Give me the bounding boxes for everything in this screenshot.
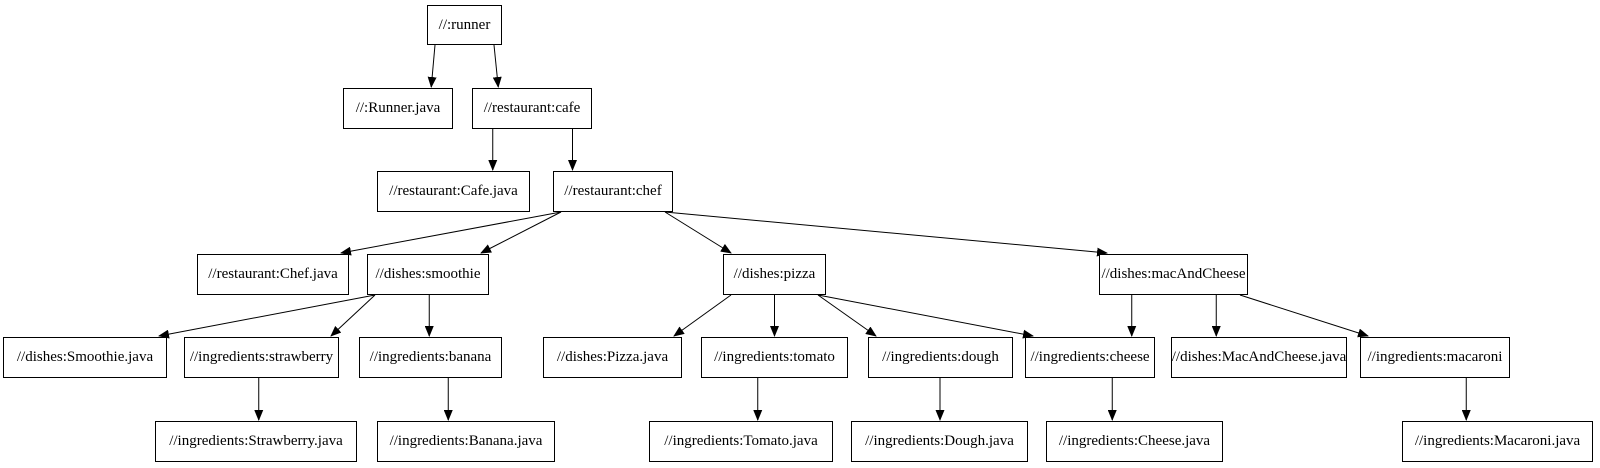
node-label: //dishes:Smoothie.java xyxy=(16,349,154,365)
edge-smoothie-to-strawberry xyxy=(330,294,376,337)
node-macaroni-java: //ingredients:Macaroni.java xyxy=(1402,421,1593,462)
node-chef-java: //restaurant:Chef.java xyxy=(197,254,349,295)
node-dough-java: //ingredients:Dough.java xyxy=(851,421,1028,462)
edge-smoothie-to-smoothie-java xyxy=(158,294,376,339)
node-label: //dishes:MacAndCheese.java xyxy=(1171,349,1347,365)
edges xyxy=(158,44,1471,421)
edge-pizza-to-cheese xyxy=(817,294,1034,339)
node-mac-and-cheese-java: //dishes:MacAndCheese.java xyxy=(1171,337,1347,378)
node-label: //dishes:pizza xyxy=(733,266,816,282)
node-pizza-java: //dishes:Pizza.java xyxy=(543,337,682,378)
node-cheese: //ingredients:cheese xyxy=(1025,337,1155,378)
node-strawberry-java: //ingredients:Strawberry.java xyxy=(155,421,357,462)
node-label: //ingredients:banana xyxy=(369,349,492,365)
node-runner-java: //:Runner.java xyxy=(343,88,453,129)
edge-runner-to-runner-java xyxy=(427,44,437,88)
node-cafe-java: //restaurant:Cafe.java xyxy=(377,171,530,212)
node-label: //restaurant:cafe xyxy=(483,100,581,116)
edge-chef-to-mac-and-cheese xyxy=(664,211,1108,257)
node-label: //:Runner.java xyxy=(355,100,441,116)
edge-chef-to-smoothie xyxy=(480,211,562,254)
node-label: //ingredients:Tomato.java xyxy=(664,433,818,449)
node-smoothie: //dishes:smoothie xyxy=(367,254,489,295)
node-label: //ingredients:Banana.java xyxy=(389,433,543,449)
node-label: //restaurant:Chef.java xyxy=(208,266,338,282)
node-strawberry: //ingredients:strawberry xyxy=(184,337,339,378)
node-label: //ingredients:Strawberry.java xyxy=(169,433,343,449)
node-label: //dishes:macAndCheese xyxy=(1101,266,1246,282)
node-cafe: //restaurant:cafe xyxy=(472,88,592,129)
node-label: //dishes:Pizza.java xyxy=(556,349,669,365)
node-label: //ingredients:Dough.java xyxy=(865,433,1014,449)
node-banana: //ingredients:banana xyxy=(359,337,502,378)
node-label: //ingredients:tomato xyxy=(714,349,835,365)
node-tomato-java: //ingredients:Tomato.java xyxy=(649,421,833,462)
node-label: //ingredients:dough xyxy=(882,349,999,365)
node-chef: //restaurant:chef xyxy=(553,171,673,212)
node-mac-and-cheese: //dishes:macAndCheese xyxy=(1099,254,1248,295)
node-label: //restaurant:Cafe.java xyxy=(389,183,518,199)
edge-pizza-to-pizza-java xyxy=(673,294,732,337)
node-macaroni: //ingredients:macaroni xyxy=(1360,337,1510,378)
edge-chef-to-pizza xyxy=(664,211,732,254)
node-cheese-java: //ingredients:Cheese.java xyxy=(1046,421,1223,462)
node-label: //restaurant:chef xyxy=(564,183,662,199)
node-label: //ingredients:strawberry xyxy=(189,349,334,365)
edge-runner-to-cafe xyxy=(492,44,502,88)
node-label: //ingredients:cheese xyxy=(1030,349,1150,365)
node-runner: //:runner xyxy=(427,5,502,45)
edge-pizza-to-dough xyxy=(817,294,877,337)
node-label: //ingredients:Macaroni.java xyxy=(1414,433,1581,449)
node-dough: //ingredients:dough xyxy=(868,337,1013,378)
node-smoothie-java: //dishes:Smoothie.java xyxy=(3,337,167,378)
edge-chef-to-chef-java xyxy=(340,211,562,256)
node-label: //:runner xyxy=(438,16,491,33)
edge-mac-and-cheese-to-macaroni xyxy=(1239,294,1369,338)
node-tomato: //ingredients:tomato xyxy=(701,337,848,378)
node-pizza: //dishes:pizza xyxy=(723,254,826,295)
node-label: //dishes:smoothie xyxy=(375,266,481,282)
node-label: //ingredients:Cheese.java xyxy=(1058,433,1211,449)
node-banana-java: //ingredients:Banana.java xyxy=(377,421,555,462)
node-label: //ingredients:macaroni xyxy=(1367,349,1503,365)
